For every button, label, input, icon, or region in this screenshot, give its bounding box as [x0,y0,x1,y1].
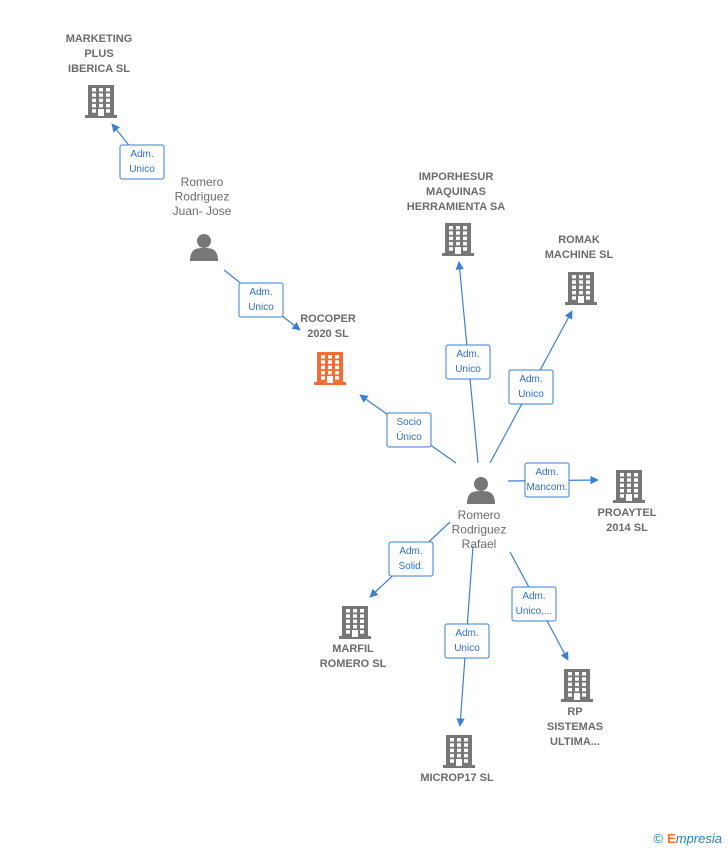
node-label-line: HERRAMIENTA SA [407,201,505,213]
edge-label-line: Adm. [130,149,153,160]
person-icon [190,234,218,261]
node-label-line: 2014 SL [606,522,648,534]
edge-label[interactable]: Adm. Unico [119,144,165,180]
copyright-symbol: © [653,831,664,846]
node-label-line: ROMAK [558,234,600,246]
node-label-line: MAQUINAS [426,186,486,198]
building-icon [565,272,597,305]
edge-label[interactable]: Adm. Unico [444,623,490,659]
edge-label-line: Unico [248,302,274,313]
node-rocoper[interactable]: ROCOPER 2020 SL [300,313,356,385]
brand-initial: E [667,831,676,846]
node-marfil[interactable]: MARFIL ROMERO SL [320,606,387,670]
node-label-line: Romero [181,175,224,189]
building-icon [339,606,371,639]
node-label-line: Rafael [462,537,497,551]
building-icon [442,223,474,256]
node-romak[interactable]: ROMAK MACHINE SL [545,234,614,305]
edge-romero_rafael-to-rp: Adm. Unico,... [509,551,569,661]
edge-label[interactable]: Adm. Mancom. [524,462,570,498]
edge-label-line: Adm. [399,546,422,557]
edge-label-line: Adm. [522,591,545,602]
building-icon [561,669,593,702]
edge-label-line: Mancom. [526,482,567,493]
edge-label-line: Único [396,430,422,443]
brand-name: mpresia [675,831,722,846]
edge-romero_juan-to-rocoper: Adm. Unico [223,269,301,331]
edge-label-line: Socio [396,417,421,428]
edge-label-line: Adm. [519,374,542,385]
node-label-line: ULTIMA... [550,736,600,748]
edge-romero_rafael-to-microp17: Adm. Unico [444,545,490,727]
edge-label[interactable]: Adm. Solid. [388,541,434,577]
brand-watermark: ©Empresia [653,831,722,846]
edge-label-line: Unico,... [516,606,553,617]
node-label-line: Juan- Jose [173,204,232,218]
node-proaytel[interactable]: PROAYTEL 2014 SL [598,470,657,534]
edge-label[interactable]: Adm. Unico,... [511,586,557,622]
node-label-line: PLUS [84,48,113,60]
person-icon [467,477,495,504]
edge-romero_rafael-to-imporhesur: Adm. Unico [445,261,491,464]
node-label-line: ROCOPER [300,313,356,325]
edges-layer: Adm.UnicoAdm.UnicoSocioÚnicoAdm.UnicoAdm… [111,123,599,727]
building-icon [443,735,475,768]
node-rp[interactable]: RP SISTEMAS ULTIMA... [547,669,603,748]
node-label-line: MARKETING [66,33,133,45]
node-label-line: SISTEMAS [547,721,603,733]
node-label-line: ROMERO SL [320,658,387,670]
edge-label-line: Unico [518,389,544,400]
node-microp17[interactable]: MICROP17 SL [420,735,494,784]
node-label-line: IBERICA SL [68,63,130,75]
node-label-line: MACHINE SL [545,249,614,261]
node-label-line: RP [567,706,582,718]
edge-label-line: Adm. [249,287,272,298]
node-marketing[interactable]: MARKETING PLUS IBERICA SL [66,33,133,118]
edge-label[interactable]: Adm. Unico [508,369,554,405]
edge-romero_rafael-to-marfil: Adm. Solid. [369,521,451,598]
edge-label[interactable]: Adm. Unico [238,282,284,318]
edge-romero_rafael-to-proaytel: Adm. Mancom. [507,462,599,498]
node-label-line: Rodriguez [452,523,507,537]
edge-label[interactable]: Adm. Unico [445,344,491,380]
node-label-line: MARFIL [332,643,374,655]
building-icon [613,470,645,503]
edge-label-line: Adm. [455,628,478,639]
edge-label-line: Unico [454,643,480,654]
node-label-line: Rodriguez [175,190,230,204]
building-icon [314,352,346,385]
edge-label-line: Unico [129,164,155,175]
node-label-line: Romero [458,508,501,522]
edge-romero_rafael-to-romak: Adm. Unico [489,310,573,464]
node-label-line: IMPORHESUR [419,171,494,183]
edge-label-line: Solid. [398,561,423,572]
building-icon [85,85,117,118]
edge-romero_juan-to-marketing: Adm. Unico [111,123,165,180]
edge-label-line: Adm. [456,349,479,360]
node-imporhesur[interactable]: IMPORHESUR MAQUINAS HERRAMIENTA SA [407,171,505,256]
node-label-line: 2020 SL [307,328,349,340]
edge-label-line: Adm. [535,467,558,478]
node-label-line: MICROP17 SL [420,772,494,784]
edge-label-line: Unico [455,364,481,375]
node-label-line: PROAYTEL [598,507,657,519]
